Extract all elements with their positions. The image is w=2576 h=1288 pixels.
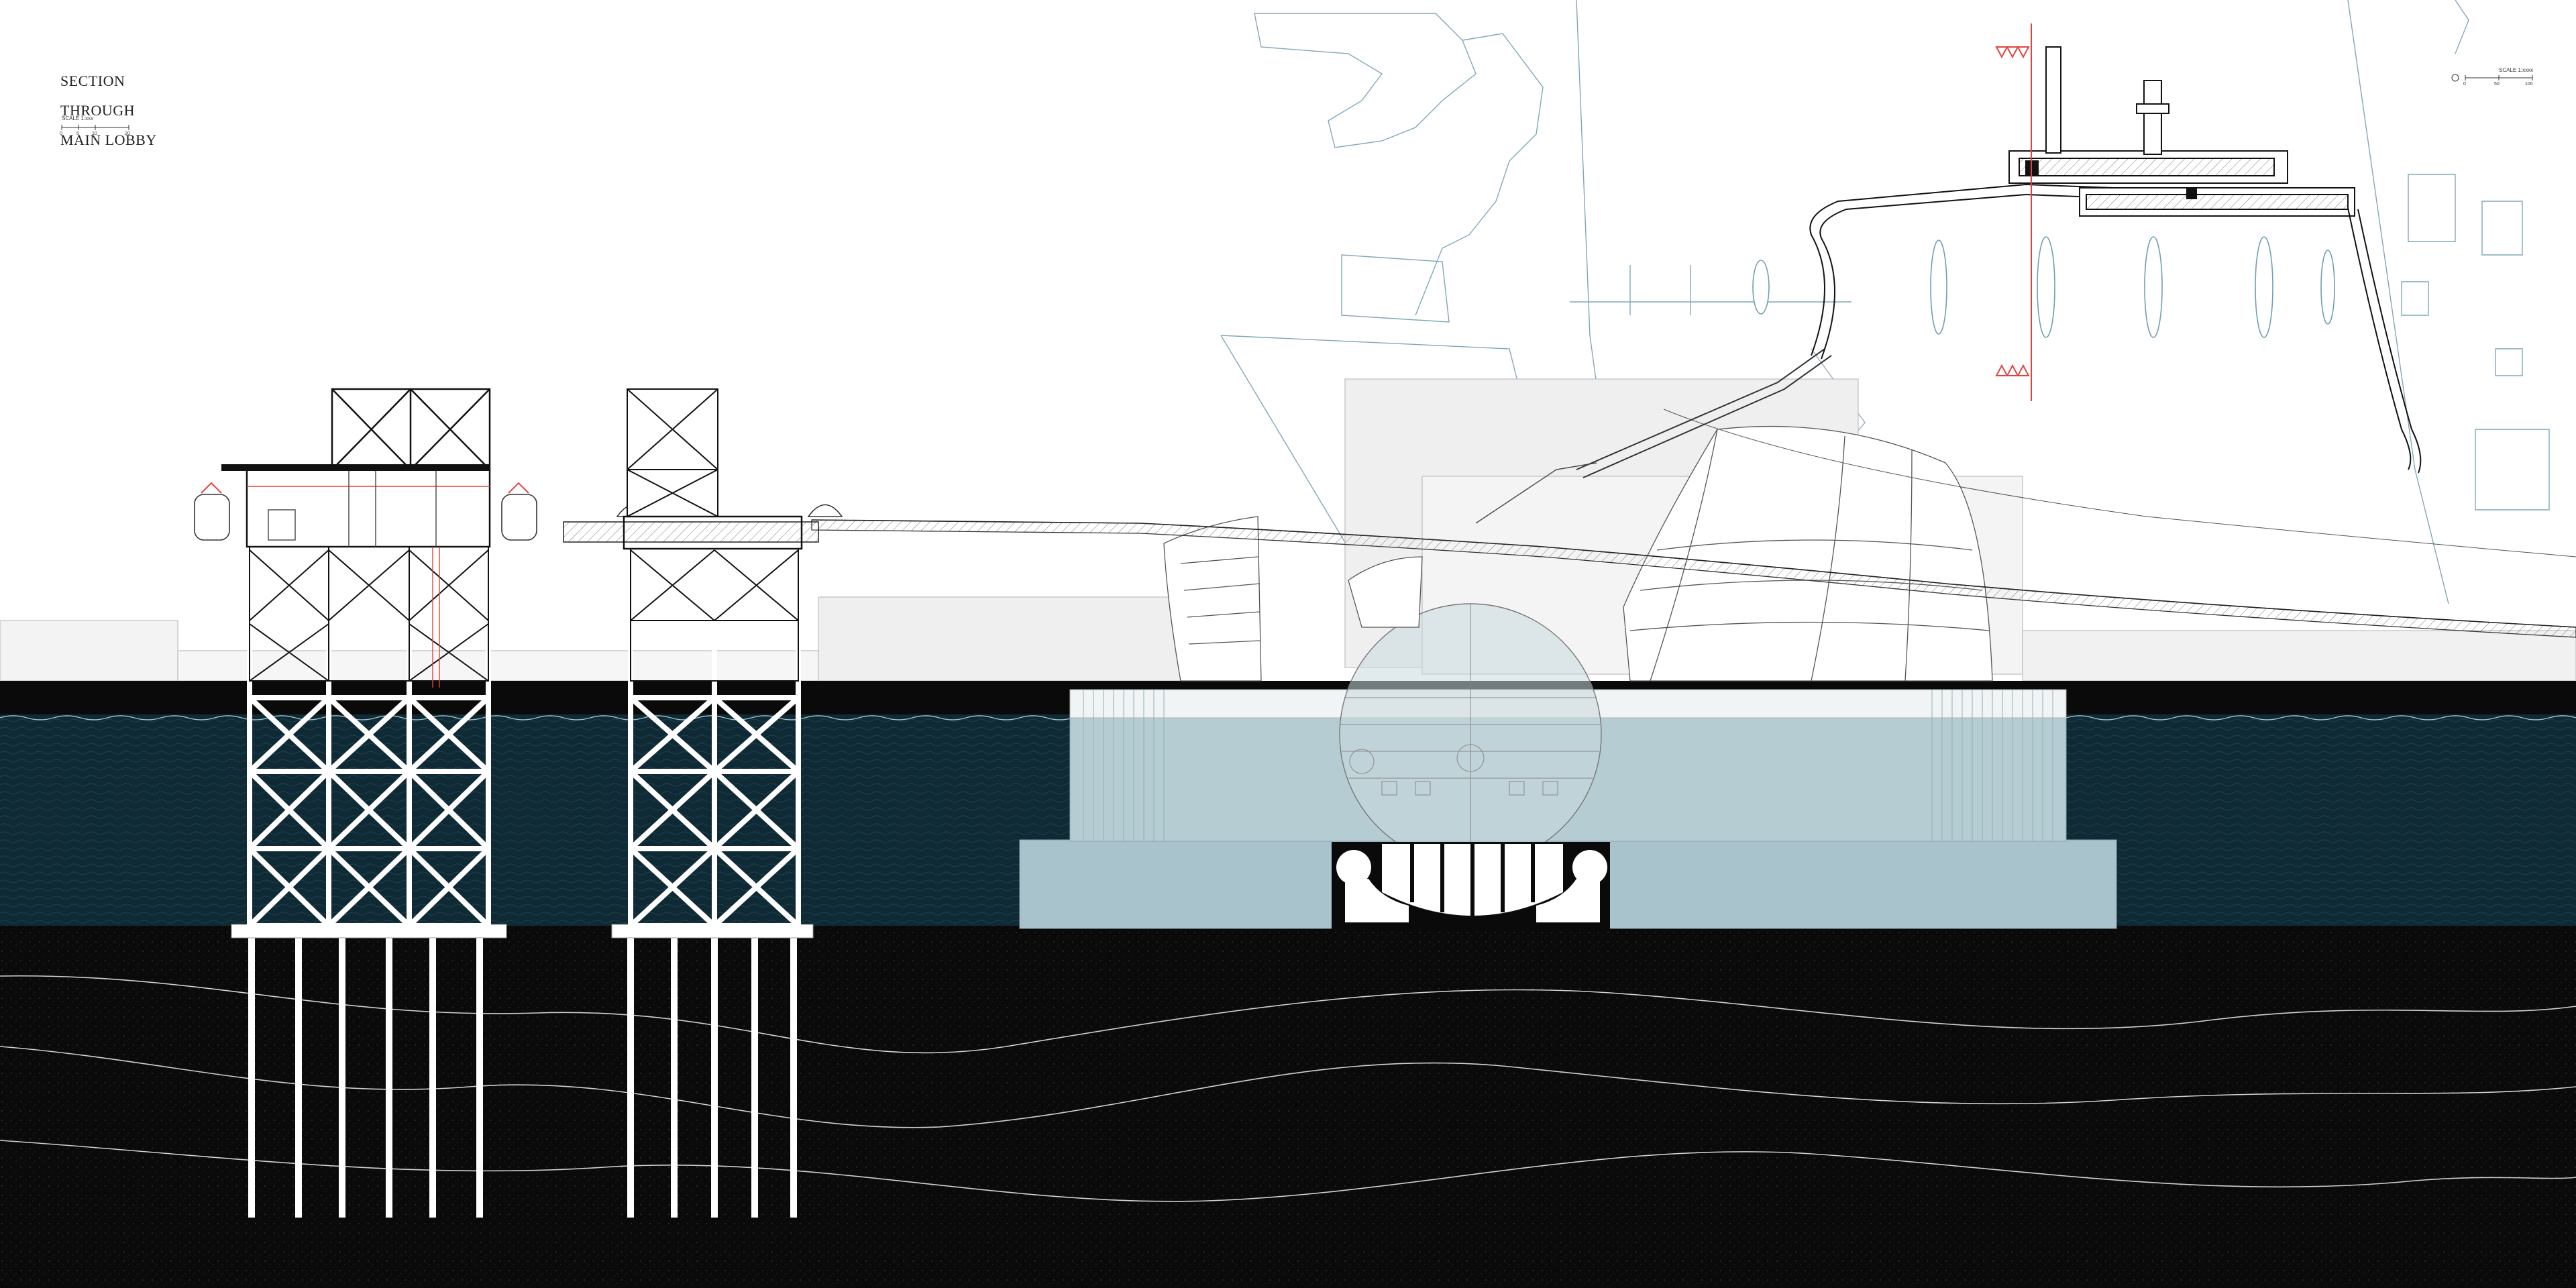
drawing-title: SECTION THROUGH MAIN LOBBY (60, 59, 208, 162)
scale-bar-left (61, 125, 129, 130)
barrier-hood-right (1623, 425, 1993, 682)
water-surface-line (0, 715, 1074, 720)
scale-tick-left-3: 20 (125, 131, 130, 136)
strata-lines (0, 975, 2576, 1202)
scale-tick-left-0: 0 (60, 131, 62, 136)
title-line-2: THROUGH (60, 102, 136, 119)
moored-vessels (1752, 236, 2335, 338)
scale-label-right: SCALE 1:xxxx (2499, 67, 2534, 73)
scale-tick-right-0: 0 (2463, 82, 2466, 87)
title-line-3: MAIN LOBBY (60, 131, 157, 148)
barrier-caisson (1019, 603, 2117, 929)
barrier-hood-left (1163, 516, 1262, 682)
barrier-hood-small (1348, 556, 1423, 628)
section-cut-marker (1995, 23, 2032, 401)
scale-tick-right-2: 100 (2525, 82, 2533, 87)
pier-tower-left (194, 388, 843, 1218)
footbridge (811, 348, 2576, 638)
water-surface-line-right (2065, 715, 2576, 720)
scale-label-left: SCALE 1:xxx (62, 115, 94, 121)
scale-tick-right-1: 50 (2494, 82, 2500, 87)
scale-tick-left-1: 5 (76, 131, 79, 136)
scale-tick-left-2: 10 (92, 131, 97, 136)
pier-tower-right (563, 388, 819, 1218)
title-line-1: SECTION (60, 72, 125, 89)
scale-bar-right (2451, 74, 2533, 82)
